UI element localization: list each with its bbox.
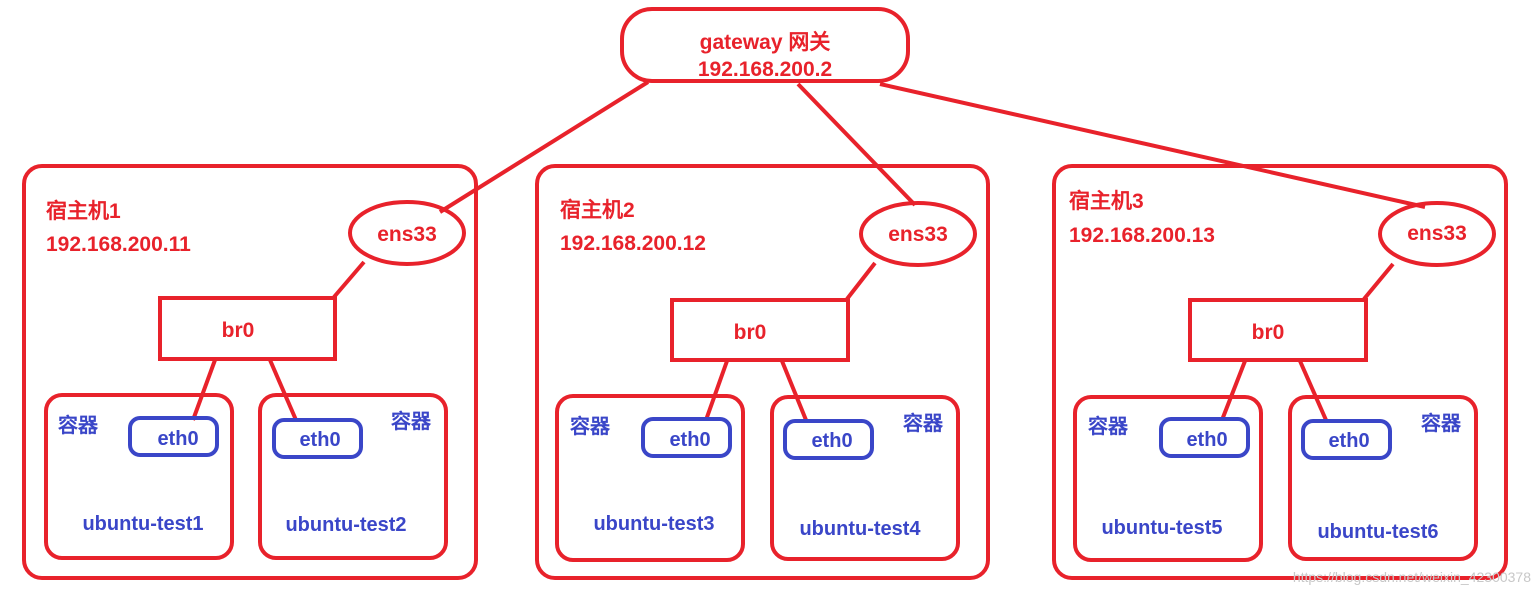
host-3-ip: 192.168.200.13 xyxy=(1069,224,1215,247)
host-1-bridge-label: br0 xyxy=(222,319,255,342)
host-3-bridge-label: br0 xyxy=(1252,321,1285,344)
host-3-ens33-node xyxy=(1378,201,1496,267)
host-1-title: 宿主机1 xyxy=(46,199,121,223)
host-1-ens33-node xyxy=(348,200,466,266)
container-1-label: 容器 xyxy=(58,413,99,437)
link-gateway-host1 xyxy=(438,80,650,214)
link-gateway-host3 xyxy=(879,82,1426,209)
container-4-box xyxy=(770,395,960,561)
container-6-box xyxy=(1288,395,1478,561)
container-2-label: 容器 xyxy=(391,409,432,433)
container-1-eth0-box xyxy=(128,416,219,457)
container-6-name: ubuntu-test6 xyxy=(1317,521,1438,543)
container-3-name: ubuntu-test3 xyxy=(593,513,714,535)
container-4-label: 容器 xyxy=(903,411,944,435)
host-3-nic-label: ens33 xyxy=(1407,222,1467,245)
container-6-eth0-box xyxy=(1301,419,1392,460)
host-3: 宿主机3 192.168.200.13 ens33 br0 容器 eth0 ub… xyxy=(1052,164,1508,580)
host-1-br0-box xyxy=(158,296,337,361)
host-2-ip: 192.168.200.12 xyxy=(560,232,706,255)
gateway-label: gateway 网关 xyxy=(700,30,831,54)
container-5-name: ubuntu-test5 xyxy=(1101,517,1222,539)
container-5-eth0-box xyxy=(1159,417,1250,458)
link-host2-ens33-br0 xyxy=(845,261,877,301)
host-1: 宿主机1 192.168.200.11 ens33 br0 容器 eth0 ub… xyxy=(22,164,478,580)
container-3-eth0: eth0 xyxy=(669,429,710,451)
container-3-box xyxy=(555,394,745,562)
container-4-eth0: eth0 xyxy=(811,430,852,452)
container-6-label: 容器 xyxy=(1421,411,1462,435)
container-2-eth0-box xyxy=(272,418,363,459)
link-host3-br0-c5 xyxy=(1220,360,1247,421)
container-3-label: 容器 xyxy=(570,414,611,438)
container-2-name: ubuntu-test2 xyxy=(285,514,406,536)
host-2-br0-box xyxy=(670,298,850,362)
link-host2-br0-c4 xyxy=(780,360,808,421)
link-host1-br0-c1 xyxy=(191,359,217,421)
container-5-label: 容器 xyxy=(1088,414,1129,438)
container-4-eth0-box xyxy=(783,419,874,460)
container-3-eth0-box xyxy=(641,417,732,458)
container-1-name: ubuntu-test1 xyxy=(82,513,203,535)
host-1-box xyxy=(22,164,478,580)
link-host1-ens33-br0 xyxy=(332,260,366,299)
host-2-title: 宿主机2 xyxy=(560,198,635,222)
host-2: 宿主机2 192.168.200.12 ens33 br0 容器 eth0 ub… xyxy=(535,164,990,580)
container-1-box xyxy=(44,393,234,560)
watermark-text: https://blog.csdn.net/weixin_42300378 xyxy=(1293,569,1531,585)
host-2-ens33-node xyxy=(859,201,977,267)
gateway-ip: 192.168.200.2 xyxy=(698,58,832,81)
host-3-br0-box xyxy=(1188,298,1368,362)
host-2-box xyxy=(535,164,990,580)
link-host3-ens33-br0 xyxy=(1362,262,1395,301)
container-1-eth0: eth0 xyxy=(157,428,198,450)
host-1-ip: 192.168.200.11 xyxy=(46,233,191,256)
container-6-eth0: eth0 xyxy=(1328,430,1369,452)
host-3-box xyxy=(1052,164,1508,580)
host-2-nic-label: ens33 xyxy=(888,223,948,246)
link-host2-br0-c3 xyxy=(704,360,729,421)
container-2-box xyxy=(258,393,448,560)
host-1-nic-label: ens33 xyxy=(377,223,437,246)
link-host3-br0-c6 xyxy=(1298,360,1328,421)
gateway-node: gateway 网关 192.168.200.2 xyxy=(620,7,910,83)
container-5-box xyxy=(1073,395,1263,562)
host-3-title: 宿主机3 xyxy=(1069,189,1144,213)
host-2-bridge-label: br0 xyxy=(734,321,767,344)
link-gateway-host2 xyxy=(796,82,917,207)
container-5-eth0: eth0 xyxy=(1186,429,1227,451)
container-4-name: ubuntu-test4 xyxy=(799,518,921,540)
link-host1-br0-c2 xyxy=(268,359,298,421)
container-2-eth0: eth0 xyxy=(299,429,340,451)
